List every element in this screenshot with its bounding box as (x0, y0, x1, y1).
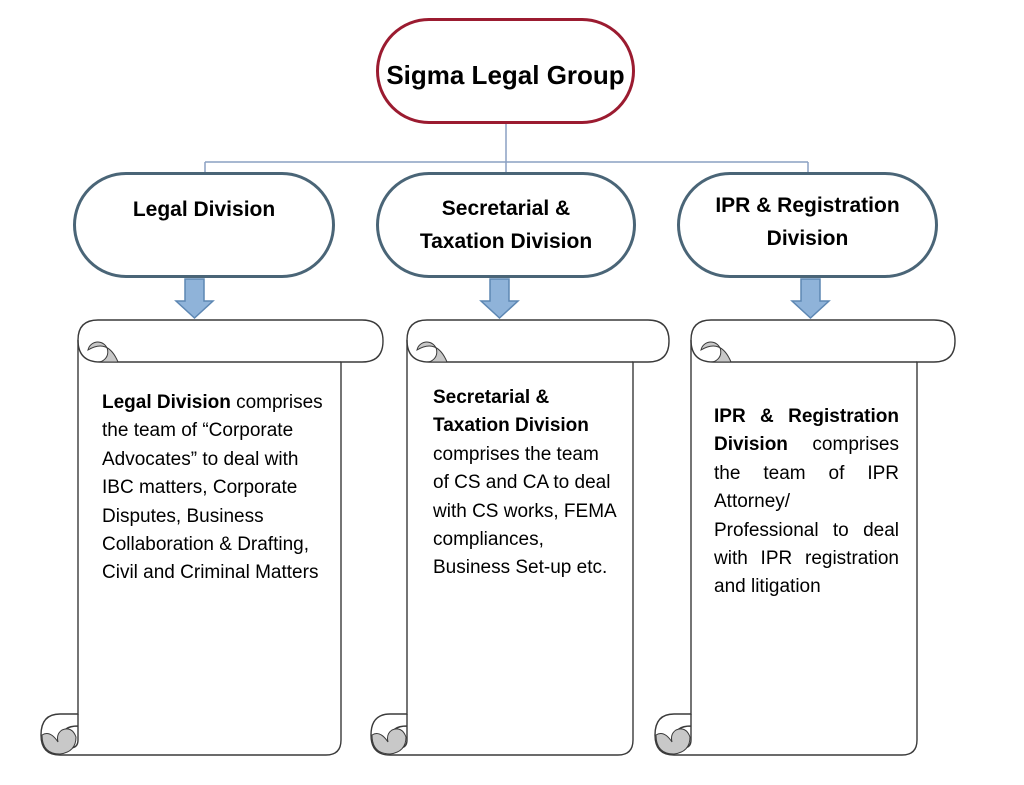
ipr-division-title: IPR & Registration Division (715, 194, 900, 250)
scroll-ipr (654, 319, 956, 756)
secretarial-division-description: Secretarial & Taxation Division comprise… (433, 384, 618, 583)
connector-lines (204, 124, 809, 172)
legal-description-heading: Legal Division (102, 392, 231, 413)
legal-description-text: comprises the team of “Corporate Advocat… (102, 392, 323, 584)
root-label: Sigma Legal Group (386, 60, 625, 90)
secretarial-division-title: Secretarial & Taxation Division (419, 197, 593, 253)
root-node: Sigma Legal Group (376, 18, 635, 124)
legal-division-title: Legal Division (132, 197, 276, 221)
secretarial-description-text: comprises the team of CS and CA to deal … (433, 443, 616, 579)
ipr-division-description: IPR & Registration Division comprises th… (714, 403, 899, 602)
down-arrow-secretarial (479, 278, 520, 320)
legal-division-description: Legal Division comprises the team of “Co… (102, 389, 332, 588)
secretarial-division-node: Secretarial & Taxation Division (376, 172, 636, 278)
ipr-description-heading: IPR & Registration Division (714, 406, 899, 456)
down-arrow-ipr (790, 278, 831, 320)
ipr-description-text: comprises the team of IPR Attorney/ Prof… (714, 434, 899, 598)
scroll-legal (40, 319, 384, 756)
scroll-secretarial (370, 319, 670, 756)
secretarial-description-heading: Secretarial & Taxation Division (433, 387, 589, 437)
ipr-division-node: IPR & Registration Division (677, 172, 938, 278)
down-arrow-legal (174, 278, 215, 320)
legal-division-node: Legal Division (73, 172, 335, 278)
